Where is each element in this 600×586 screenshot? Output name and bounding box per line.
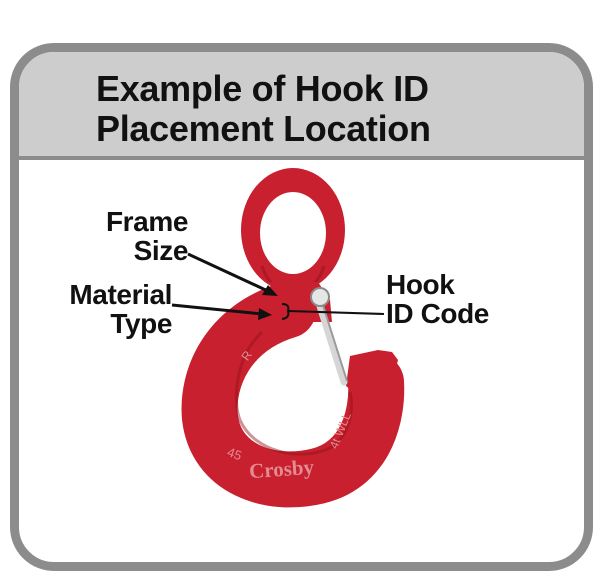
callout-frame-size: Frame Size [100,207,188,265]
card-header: Example of Hook ID Placement Location [19,52,584,160]
callout-material-type-line1: Material [69,279,172,310]
callout-frame-size-line2: Size [133,235,189,266]
title-line-1: Example of Hook ID [96,68,429,109]
title-line-2: Placement Location [96,108,431,149]
callout-hook-id-code-line1: Hook [386,269,455,300]
leader-frame-size [187,252,278,296]
hook-body [181,282,405,508]
hook-marking-size: 45 [225,444,244,463]
hook-marking-brand: Crosby [248,455,315,484]
callout-hook-id-code-line2: ID Code [386,298,489,329]
info-card: Example of Hook ID Placement Location [10,43,593,571]
callout-material-type-line2: Type [110,308,172,339]
hook-tip [346,350,398,404]
hook-eye [241,168,345,295]
callout-frame-size-line1: Frame [105,206,188,237]
callout-hook-id-code: Hook ID Code [386,270,489,328]
callout-material-type: Material Type [58,280,172,338]
leader-hook-id-code [281,303,385,320]
leader-material-type [171,303,272,320]
